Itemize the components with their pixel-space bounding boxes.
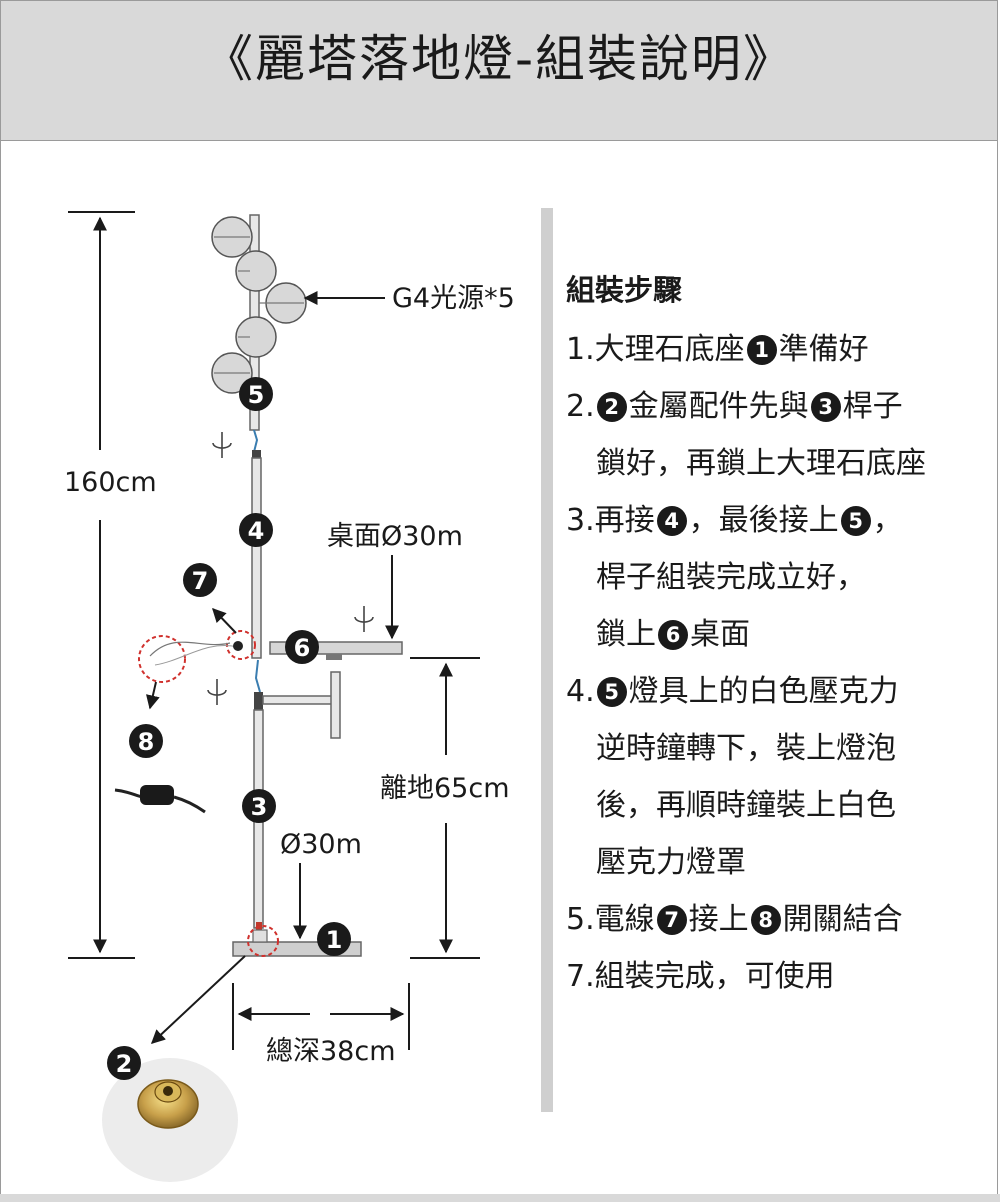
part-badge-6: 6 [285, 630, 319, 664]
badge-2: 2 [596, 392, 627, 422]
part-badge-5: 5 [239, 377, 273, 411]
metal-fitting-detail [102, 955, 246, 1182]
svg-text:1: 1 [326, 926, 343, 954]
badge-6: 6 [658, 620, 688, 650]
steps-heading: 組裝步驟 [566, 273, 683, 307]
light-source-callout: G4光源*5 [303, 283, 515, 314]
base-diameter-callout: Ø30m [280, 829, 362, 940]
total-depth-label: 總深38cm [266, 1036, 396, 1067]
base-diameter-label: Ø30m [280, 829, 362, 860]
step-4-line-3: 後，再順時鐘裝上白色 [596, 788, 896, 823]
badge-5b: 5 [596, 677, 627, 707]
badge-4: 4 [656, 506, 687, 536]
badge-8: 8 [750, 905, 781, 935]
header-bar: 《麗塔落地燈-組裝說明》 [0, 0, 998, 141]
height-label: 160cm [64, 467, 157, 498]
height-dimension: 160cm [64, 211, 157, 959]
light-source-label: G4光源*5 [392, 283, 515, 314]
content-frame [0, 141, 998, 1202]
part-number-badges: 5 4 7 6 8 3 1 2 [107, 377, 351, 1080]
svg-text:2: 2 [116, 1050, 133, 1078]
column-divider [541, 208, 553, 1112]
svg-text:4: 4 [248, 517, 265, 545]
step-3-line-2: 桿子組裝完成立好， [596, 560, 866, 595]
footer-band [0, 1194, 1000, 1202]
svg-text:3: 3 [251, 793, 268, 821]
page-title: 《麗塔落地燈-組裝說明》 [202, 30, 796, 88]
part-badge-7: 7 [183, 563, 217, 597]
step-2-line-2: 鎖好，再鎖上大理石底座 [596, 446, 926, 481]
upper-pole [251, 450, 262, 659]
part-badge-2: 2 [107, 1046, 141, 1080]
floor-clearance-label: 離地65cm [380, 773, 510, 804]
step-4-line-4: 壓克力燈罩 [596, 845, 746, 880]
lamp-head [211, 214, 307, 431]
power-cord [114, 607, 256, 814]
table-top-label: 桌面Ø30m [327, 521, 463, 552]
svg-text:7: 7 [192, 567, 209, 595]
table-top-callout: 桌面Ø30m [327, 521, 463, 640]
svg-text:8: 8 [138, 728, 155, 756]
badge-3: 3 [810, 392, 841, 422]
total-depth-dimension: 總深38cm [232, 983, 410, 1067]
step-4-line-2: 逆時鐘轉下，裝上燈泡 [596, 731, 896, 766]
badge-1: 1 [746, 335, 777, 365]
part-badge-3: 3 [242, 789, 276, 823]
rotate-icon [207, 432, 374, 705]
badge-7: 7 [656, 905, 687, 935]
step-7: 7.組裝完成，可使用 [566, 959, 835, 994]
floor-clearance-dimension: 離地65cm [380, 657, 510, 959]
part-badge-8: 8 [129, 724, 163, 758]
badge-5: 5 [840, 506, 871, 536]
part-badge-4: 4 [239, 513, 273, 547]
svg-text:6: 6 [294, 634, 311, 662]
part-badge-1: 1 [317, 922, 351, 956]
svg-text:5: 5 [248, 381, 265, 409]
